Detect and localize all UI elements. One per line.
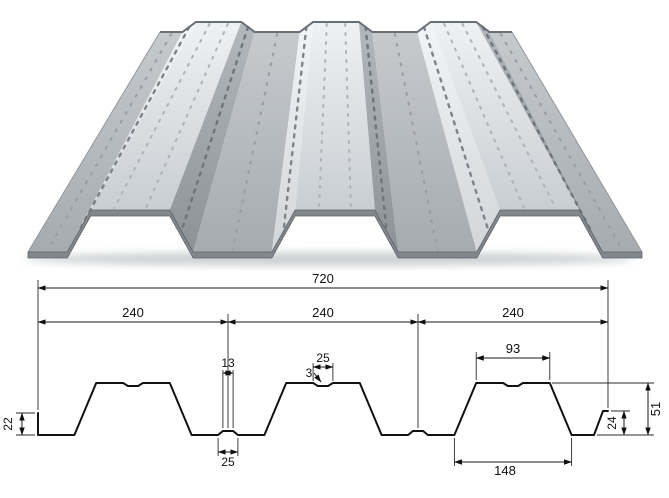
dim-total-height: 51 <box>648 402 663 416</box>
dim-overall-width: 720 <box>312 271 334 286</box>
embossment-dimple-rows <box>46 23 624 251</box>
dim-rib-top-width: 93 <box>506 341 520 356</box>
dim-top-notch-width: 25 <box>316 351 330 365</box>
panel-shadow <box>25 252 635 266</box>
deck-surfaces <box>28 22 642 252</box>
dimension-lines <box>19 285 651 465</box>
deck-right-edge <box>511 31 643 253</box>
dim-groove-top-width: 13 <box>221 356 235 370</box>
deck-back-edge <box>160 21 512 33</box>
dim-rib-bottom-width: 148 <box>494 463 516 478</box>
dim-notch-depth: 3 <box>306 366 313 380</box>
deck-front-cut-face <box>27 209 643 259</box>
dim-pitch-2: 240 <box>312 305 334 320</box>
extension-lines <box>16 280 654 466</box>
dim-pitch-1: 240 <box>122 305 144 320</box>
dim-pitch-3: 240 <box>502 305 524 320</box>
dim-left-edge-height: 22 <box>1 417 15 431</box>
deck-left-edge <box>27 31 161 253</box>
deck-section-profile <box>37 382 609 436</box>
dim-groove-bottom-width: 25 <box>221 455 235 469</box>
deck-3d-render <box>25 21 643 266</box>
profile-dimension-drawing: 720 240 240 240 93 25 3 13 25 148 22 24 … <box>1 271 663 478</box>
dim-right-end-height: 24 <box>605 416 619 430</box>
